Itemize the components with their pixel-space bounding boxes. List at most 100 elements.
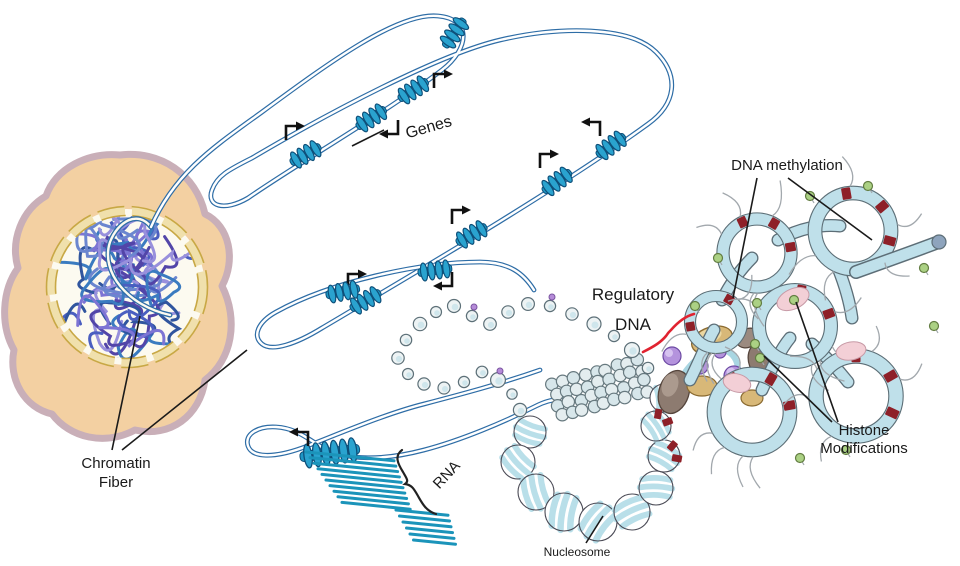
bead-shade: [451, 303, 459, 311]
nucleosome-outline: [513, 415, 547, 449]
methylation-mark: [723, 293, 735, 306]
rna-transcript: [332, 489, 409, 500]
transcription-arrow-icon: [450, 204, 473, 226]
transcription-arrow-icon: [377, 118, 400, 140]
nucleosome-ribbon: [520, 477, 535, 512]
dna-methylation-pointer: [787, 177, 873, 241]
nucleosome-ribbon: [548, 491, 561, 529]
methylation-mark: [685, 321, 696, 332]
chromatin-coil-ring: [707, 367, 797, 457]
bead-modification-dot: [470, 303, 478, 311]
genes-pointer: [351, 129, 385, 147]
histone-modification-dot: [804, 190, 816, 202]
nucleosome-ribbon: [611, 494, 645, 514]
histone-protein: [722, 373, 752, 393]
rna-transcript: [336, 495, 410, 506]
methylation-mark: [661, 417, 674, 427]
chromatin-strand: [88, 265, 156, 298]
histone-tail: [701, 351, 709, 382]
methylation-mark: [764, 372, 778, 387]
histone-tail: [841, 156, 854, 187]
coil-outer-edge: [706, 366, 798, 458]
transcription-arrow-icon: [538, 148, 561, 170]
chromatin-strand: [109, 216, 165, 267]
bead-shade: [517, 407, 525, 415]
methylation-mark: [841, 187, 852, 200]
transcription-arrow-icon: [579, 116, 602, 138]
nucleosome-ribbon: [517, 417, 548, 432]
rna-transcript: [405, 526, 454, 535]
histone-tail: [819, 360, 845, 382]
histone-modifications-label-line2: Modifications: [820, 440, 908, 457]
condensed-chromatin-fiber: [544, 352, 654, 422]
bead-shade: [417, 321, 425, 329]
bead-shade: [406, 372, 412, 378]
histone-modification-dot: [749, 338, 761, 350]
chromatin-fiber-label-line2: Fiber: [99, 474, 133, 491]
histone-tail: [834, 297, 862, 314]
histone-tail: [819, 435, 832, 462]
histone-tail: [871, 325, 881, 353]
coil-inner-edge: [728, 224, 786, 282]
nucleosome-ribbon: [619, 510, 653, 530]
fiber-bead: [574, 403, 589, 417]
histone-tail: [711, 353, 722, 380]
rna-transcript: [320, 472, 403, 484]
histone-tail: [710, 446, 725, 475]
histone-tail: [736, 455, 744, 488]
dna-exit-strand: [105, 216, 173, 318]
histone-tail: [771, 180, 783, 217]
rna-transcript: [316, 467, 401, 479]
coil-outer-edge: [751, 282, 839, 370]
nucleosome-outline: [613, 493, 651, 531]
chromatin-fiber-pointer: [111, 315, 141, 451]
fiber-tube-fill: [684, 324, 720, 386]
pointer-lines: [111, 129, 873, 544]
coil-outer-edge: [683, 289, 749, 355]
histone-modification-dot: [918, 262, 930, 274]
fiber-bead: [569, 382, 584, 397]
labels: Genes Chromatin Fiber Regulatory DNA DNA…: [81, 113, 907, 559]
regulatory-dna-label-line1: Regulatory: [592, 285, 675, 304]
genes-label: Genes: [404, 113, 454, 142]
histone-modification-dot: [840, 444, 852, 456]
bead-modification-dot: [548, 293, 556, 301]
methylation-mark: [736, 215, 749, 229]
histone-modification-dot: [712, 252, 724, 264]
histone-tail: [749, 292, 759, 320]
chromatin-coil-ring: [684, 290, 748, 354]
regulatory-dna-brace: [641, 312, 696, 354]
nuclear-envelope: [45, 205, 209, 369]
nucleosome-ribbon: [636, 483, 676, 492]
bead-shade: [421, 381, 429, 389]
coil-inner-edge: [720, 380, 784, 444]
histone-modification-dot: [689, 300, 701, 312]
methylation-mark: [666, 440, 678, 452]
chromatin-strand: [80, 263, 135, 306]
histone-tail: [897, 213, 923, 228]
nucleosome-pointer: [585, 515, 604, 544]
chromatin-strand: [104, 235, 179, 286]
nucleosome-ribbon: [528, 472, 544, 512]
tf-highlight: [661, 373, 679, 397]
histone-tail: [788, 255, 816, 275]
chromatin-strand: [97, 238, 193, 276]
chromatin-strand: [136, 269, 182, 306]
bead-shade: [629, 347, 637, 355]
rna-transcripts: [304, 450, 457, 546]
nucleosome-label: Nucleosome: [544, 545, 611, 559]
histone-modifications-pointer: [763, 355, 833, 423]
nucleosome-ribbon: [504, 447, 532, 477]
histone-modification-dot: [751, 297, 763, 309]
chromatin-fiber-end: [849, 234, 947, 279]
bead-shade: [612, 334, 618, 340]
nucleosome-ribbon: [512, 432, 543, 447]
rna-transcript: [328, 484, 407, 495]
rna-transcript: [340, 500, 412, 511]
histone-tail: [900, 363, 923, 381]
rna-transcript: [412, 538, 457, 546]
regulatory-dna-label-line2: DNA: [615, 315, 652, 334]
histone-tail: [706, 352, 715, 385]
coil-inner-edge: [822, 362, 890, 430]
histone-tail: [722, 192, 742, 217]
